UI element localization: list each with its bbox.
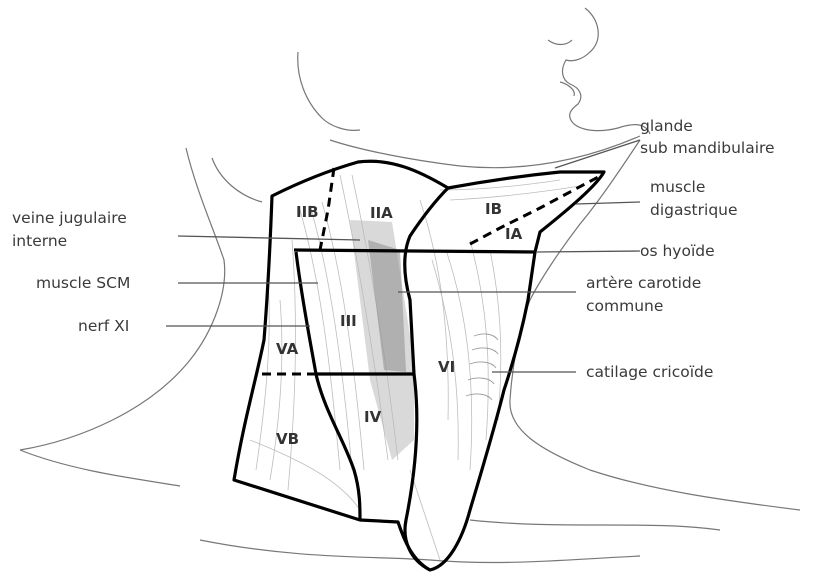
neck-back-outline — [20, 148, 225, 450]
level-III: III — [340, 312, 357, 330]
label-commune: commune — [586, 297, 663, 315]
level-IIB: IIB — [296, 203, 319, 221]
lips — [560, 82, 574, 96]
collarbone-outline — [200, 540, 640, 563]
label-nerf-xi: nerf XI — [78, 317, 129, 335]
level-VA: VA — [276, 340, 299, 358]
leader-os-hyoide — [536, 251, 640, 252]
shoulder-outline — [20, 450, 180, 486]
level-VB: VB — [276, 430, 299, 448]
face-profile-outline — [563, 8, 650, 134]
level-IB: IB — [485, 200, 502, 218]
label-os-hyoide: os hyoïde — [640, 242, 715, 260]
level-IA: IA — [505, 225, 523, 243]
label-catilage-cricoide: catilage cricoïde — [586, 363, 713, 381]
nostril — [548, 40, 572, 45]
accessory-nerve-line — [320, 168, 334, 250]
level-boundaries — [234, 161, 604, 570]
level-IV: IV — [364, 408, 382, 426]
label-glande: glande — [640, 117, 693, 135]
label-muscle-scm: muscle SCM — [36, 274, 130, 292]
label-muscle: muscle — [650, 178, 705, 196]
label-digastrique: digastrique — [650, 201, 738, 219]
hyoid-line — [294, 250, 535, 252]
level-IIA: IIA — [370, 204, 393, 222]
label-artere-carotide: artère carotide — [586, 274, 701, 292]
posterior-scm-border — [296, 252, 360, 520]
ear-outline — [298, 52, 360, 130]
leader-digastrique — [576, 202, 640, 204]
label-veine-jugulaire: veine jugulaire — [12, 209, 127, 227]
shoulder-outline-2 — [212, 158, 262, 202]
level-VI: VI — [438, 358, 455, 376]
chest-outline — [470, 520, 720, 530]
label-interne: interne — [12, 232, 67, 250]
label-sub-mandibulaire: sub mandibulaire — [640, 139, 775, 157]
leader-glande — [555, 140, 640, 168]
